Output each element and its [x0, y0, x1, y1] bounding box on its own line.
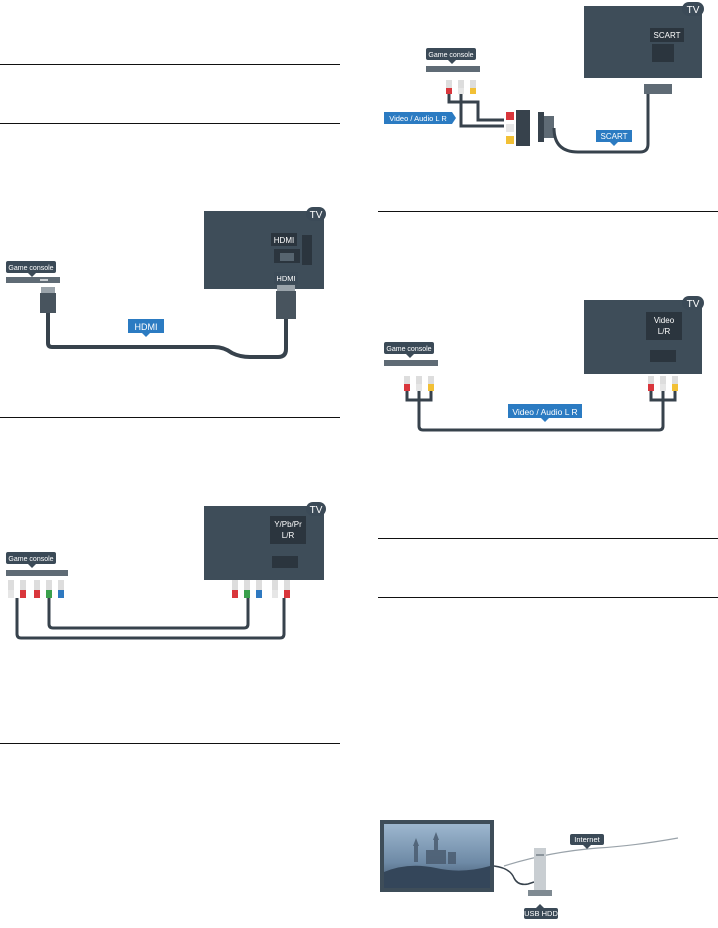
tv-rca-plugs [232, 580, 290, 598]
component-video-cable [47, 598, 250, 630]
game-console-icon [6, 570, 68, 576]
game-console-label: Game console [428, 52, 473, 59]
tv-label: TV [310, 210, 323, 221]
video-port-label-line1: Video [654, 316, 675, 325]
cable-label-scart: SCART [601, 132, 628, 141]
divider-rule [0, 743, 340, 744]
game-console-label: Game console [386, 346, 431, 353]
game-console-icon [384, 360, 438, 366]
divider-rule [378, 211, 718, 212]
game-console-label: Game console [8, 265, 53, 272]
tv-hdmi-port-label: HDMI [274, 236, 294, 245]
hdmi-plug [277, 285, 295, 291]
hdmi-connection-diagram: TV HDMI HDMI Game console HDMI [0, 205, 340, 365]
tv-scart-port-label: SCART [654, 31, 681, 40]
cable-label-video-audio: Video / Audio L R [512, 407, 577, 417]
divider-rule [0, 123, 340, 124]
audio-cable [15, 598, 286, 640]
ypbpr-port-label-line2: L/R [282, 531, 295, 540]
video-lr-connection-diagram: TV Video L/R Game console Video / Audio … [378, 292, 718, 437]
divider-rule [378, 597, 718, 598]
divider-rule [0, 417, 340, 418]
usb-hdd-label: USB HDD [524, 909, 558, 918]
ypbpr-connection-diagram: TV Y/Pb/Pr L/R Game console [0, 500, 340, 645]
console-rca-plugs [8, 580, 64, 598]
game-console-label: Game console [8, 556, 53, 563]
divider-rule [0, 64, 340, 65]
video-audio-cable [417, 400, 665, 432]
tv-icon [584, 6, 702, 78]
usb-hdd-connection-diagram: Internet USB HDD [378, 812, 718, 924]
scart-connection-diagram: TV SCART Game console Video / Audio L R [378, 0, 718, 165]
hdmi-plug-label: HDMI [276, 274, 295, 283]
scart-cable [552, 92, 650, 154]
cable-label-video-audio: Video / Audio L R [389, 114, 447, 123]
internet-cable [503, 837, 679, 867]
tv-label: TV [687, 5, 700, 16]
video-port-label-line2: L/R [658, 327, 671, 336]
cable-label-hdmi: HDMI [135, 322, 158, 332]
ypbpr-port-label-line1: Y/Pb/Pr [274, 520, 302, 529]
tv-label: TV [687, 299, 700, 310]
tv-icon [584, 300, 702, 374]
divider-rule [378, 538, 718, 539]
hdmi-cable [46, 313, 288, 359]
internet-label: Internet [574, 835, 600, 844]
usb-hdd-icon [534, 848, 546, 892]
game-console-icon [6, 277, 60, 283]
scart-adapter-icon [516, 110, 530, 146]
tv-label: TV [310, 505, 323, 516]
game-console-icon [426, 66, 480, 72]
